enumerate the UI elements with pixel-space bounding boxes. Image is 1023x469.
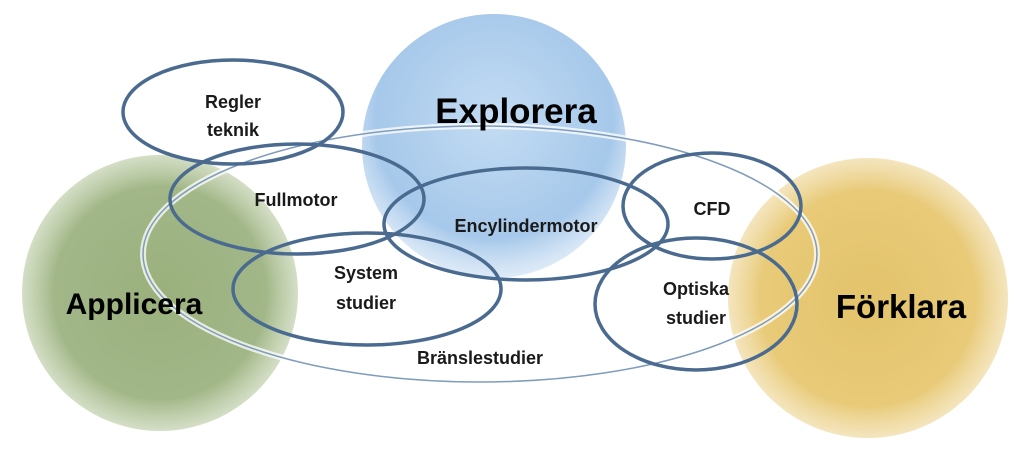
fullmotor-ellipse [168,142,426,256]
forklara-circle [728,158,1008,438]
teknik-label: teknik [207,120,260,140]
encylindermotor-ellipse [382,166,670,282]
bransle-studier-label: Bränslestudier [417,348,543,368]
fullmotor-label: Fullmotor [255,190,338,210]
explorera-label: Explorera [435,92,597,131]
forklara-label: Förklara [836,288,967,325]
applicera-label: Applicera [66,288,203,321]
cfd-ellipse [621,151,803,261]
regler-teknik-ellipse [121,58,345,166]
system-studier-ellipse [231,231,503,347]
studier-label-left: studier [336,293,396,313]
regler-label: Regler [205,92,261,112]
explorera-circle [362,14,626,278]
optiska-studier-ellipse [593,236,799,372]
bransle-studier-outline [142,125,818,383]
cfd-label: CFD [694,199,731,219]
studier-label-right: studier [666,308,726,328]
system-label: System [334,263,398,283]
optiska-label: Optiska [663,279,730,299]
encylindermotor-label: Encylindermotor [454,216,597,236]
